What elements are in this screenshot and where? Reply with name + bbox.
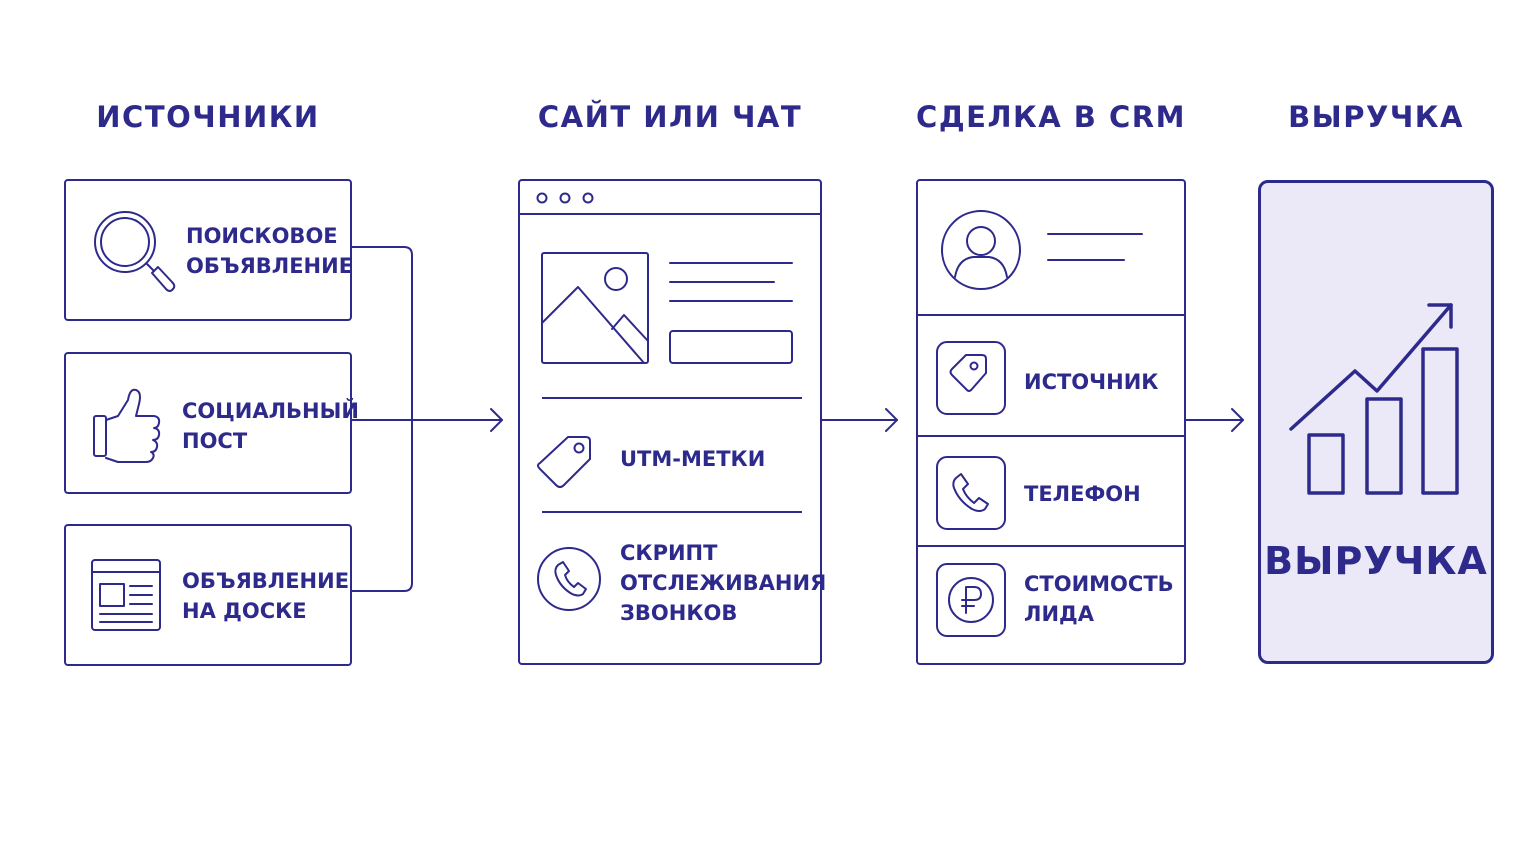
arrow-head-3	[1231, 408, 1244, 432]
magnifier-icon	[94, 211, 176, 292]
thumbs-up-icon	[93, 388, 161, 463]
source-label-social: СОЦИАЛЬНЫЙ ПОСТ	[182, 399, 359, 453]
user-avatar-icon	[941, 210, 1021, 290]
phone-circle-icon	[537, 547, 601, 611]
revenue-label: ВЫРУЧКА	[1264, 539, 1488, 583]
source-label-search: ПОИСКОВОЕ ОБЪЯВЛЕНИЕ	[186, 224, 354, 278]
tag-icon	[936, 341, 1006, 415]
crm-divider-1	[918, 314, 1184, 316]
crm-deal-card: ИСТОЧНИК ТЕЛЕФОН СТОИМОСТЬ ЛИДА	[916, 179, 1186, 665]
source-card-board: ОБЪЯВЛЕНИЕ НА ДОСКЕ	[64, 524, 352, 666]
sources-heading: ИСТОЧНИКИ	[96, 100, 320, 134]
image-icon	[541, 252, 649, 364]
tag-icon	[537, 436, 591, 488]
utm-label: UTM-МЕТКИ	[620, 447, 766, 471]
revenue-card: ВЫРУЧКА	[1258, 180, 1494, 664]
crm-label-lead-cost: СТОИМОСТЬ ЛИДА	[1024, 572, 1174, 626]
crm-label-source: ИСТОЧНИК	[1024, 370, 1159, 394]
crm-label-phone: ТЕЛЕФОН	[1024, 482, 1141, 506]
arrow-head-2	[885, 408, 898, 432]
browser-titlebar-divider	[520, 213, 820, 215]
site-divider-2	[542, 511, 802, 513]
crm-divider-3	[918, 545, 1184, 547]
revenue-heading: ВЫРУЧКА	[1288, 100, 1464, 134]
source-card-social: СОЦИАЛЬНЫЙ ПОСТ	[64, 352, 359, 494]
contact-lines-icon	[1047, 233, 1143, 261]
browser-dots-icon	[536, 192, 594, 204]
content-lines-icon	[669, 262, 793, 364]
phone-icon	[936, 456, 1006, 530]
crm-heading: СДЕЛКА В CRM	[916, 100, 1186, 134]
crm-divider-2	[918, 435, 1184, 437]
newspaper-icon	[91, 559, 161, 631]
site-window: UTM-МЕТКИ СКРИПТ ОТСЛЕЖИВАНИЯ ЗВОНКОВ	[518, 179, 826, 665]
arrow-head-1	[490, 408, 503, 432]
site-divider-1	[542, 397, 802, 399]
growth-chart-icon	[1289, 303, 1459, 495]
ruble-coin-icon	[936, 563, 1006, 637]
source-label-board: ОБЪЯВЛЕНИЕ НА ДОСКЕ	[182, 569, 350, 623]
call-tracking-label: СКРИПТ ОТСЛЕЖИВАНИЯ ЗВОНКОВ	[620, 541, 827, 625]
site-heading: САЙТ ИЛИ ЧАТ	[537, 100, 803, 134]
source-card-search: ПОИСКОВОЕ ОБЪЯВЛЕНИЕ	[64, 179, 354, 321]
